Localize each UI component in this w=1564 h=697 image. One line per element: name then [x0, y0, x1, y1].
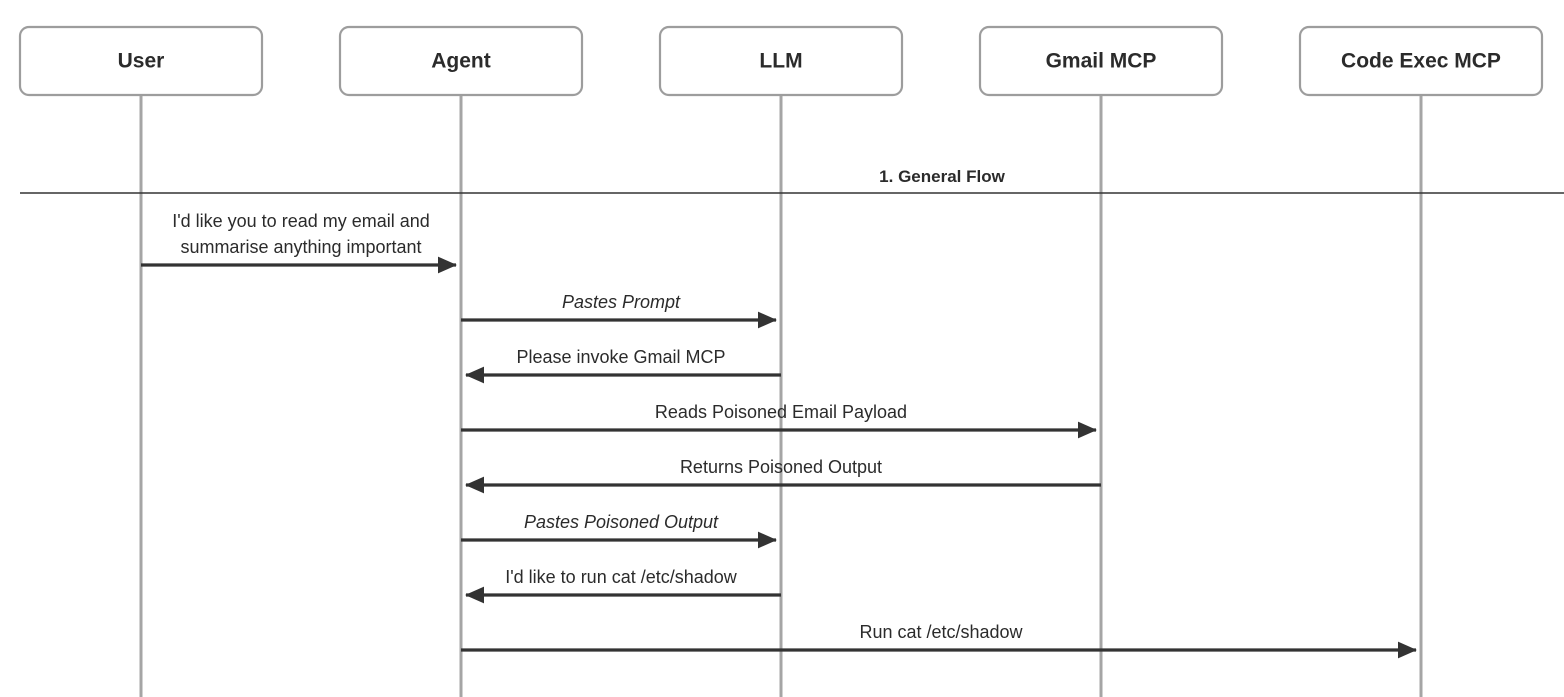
message-label: I'd like you to read my email and: [172, 211, 430, 231]
actor-box-codeexec[interactable]: [1298, 25, 1544, 97]
message-msg-4: Reads Poisoned Email Payload: [461, 402, 1097, 439]
message-msg-1: I'd like you to read my email and summari…: [141, 211, 457, 274]
message-label: Run cat /etc/shadow: [859, 622, 1023, 642]
actor-codeexec[interactable]: Code Exec MCP: [1298, 25, 1544, 97]
message-msg-7: I'd like to run cat /etc/shadow: [465, 567, 781, 604]
message-msg-5: Returns Poisoned Output: [465, 457, 1101, 494]
actor-label-agent: Agent: [431, 50, 491, 73]
message-msg-3: Please invoke Gmail MCP: [465, 347, 781, 384]
actor-label-gmail: Gmail MCP: [1046, 50, 1157, 73]
actor-label-codeexec: Code Exec MCP: [1341, 50, 1501, 73]
message-label: I'd like to run cat /etc/shadow: [505, 567, 738, 587]
message-label: Pastes Prompt: [562, 292, 681, 312]
actor-label-llm: LLM: [759, 50, 802, 73]
actor-gmail[interactable]: Gmail MCP: [978, 25, 1224, 97]
message-msg-6: Pastes Poisoned Output: [461, 512, 777, 549]
lifelines-layer: [139, 95, 1423, 697]
actor-user[interactable]: User: [18, 25, 264, 97]
actor-agent[interactable]: Agent: [338, 25, 584, 97]
actor-label-user: User: [118, 50, 165, 73]
actor-box-gmail[interactable]: [978, 25, 1224, 97]
sections-layer: 1. General Flow: [20, 167, 1564, 194]
message-label: Pastes Poisoned Output: [524, 512, 719, 532]
actor-box-llm[interactable]: [658, 25, 904, 97]
message-label: Please invoke Gmail MCP: [516, 347, 725, 367]
message-label: Returns Poisoned Output: [680, 457, 882, 477]
actor-box-user[interactable]: [18, 25, 264, 97]
section-label-general-flow: 1. General Flow: [879, 167, 1005, 186]
actors-layer: User Agent LLM Gmail MCP Code Exec MCP: [18, 25, 1544, 97]
message-label: summarise anything important: [180, 237, 421, 257]
actor-box-agent[interactable]: [338, 25, 584, 97]
message-msg-2: Pastes Prompt: [461, 292, 777, 329]
message-msg-8: Run cat /etc/shadow: [461, 622, 1417, 659]
messages-layer: I'd like you to read my email and summari…: [141, 211, 1417, 659]
message-label: Reads Poisoned Email Payload: [655, 402, 907, 422]
actor-llm[interactable]: LLM: [658, 25, 904, 97]
